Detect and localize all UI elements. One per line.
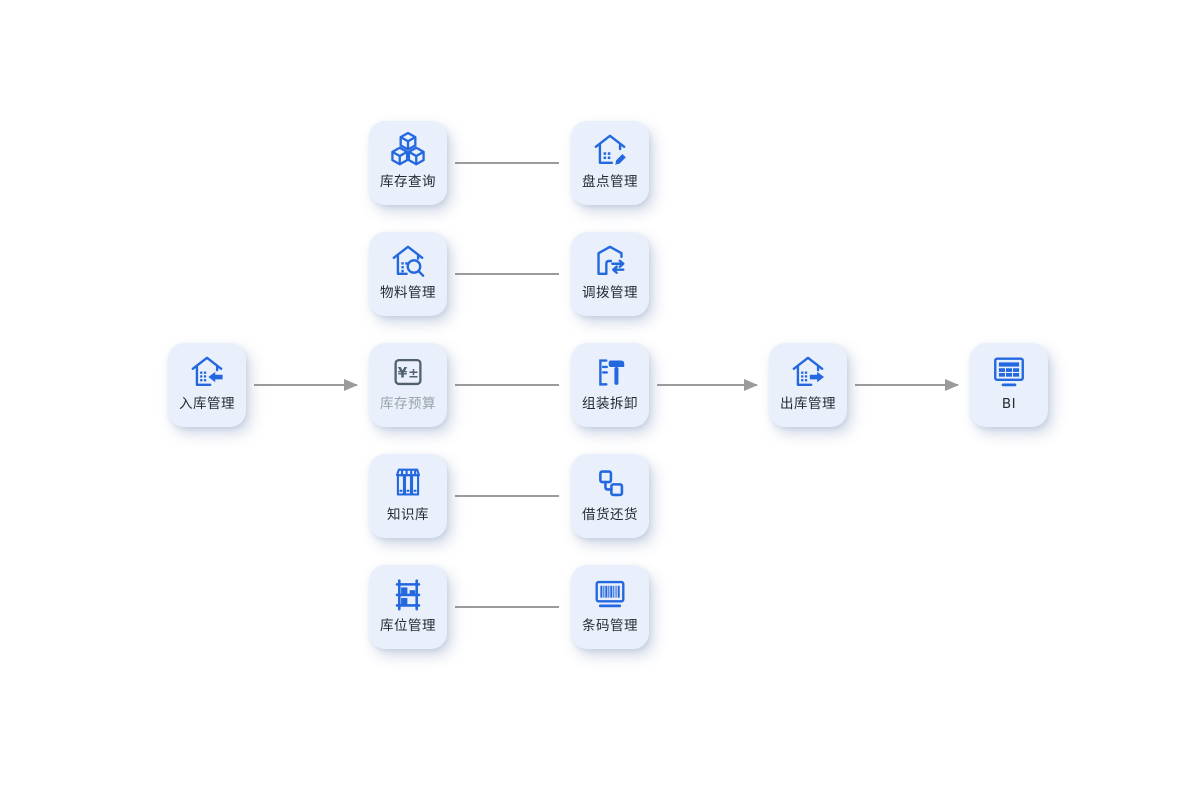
node-location[interactable]: 库位管理 bbox=[369, 565, 447, 649]
node-label: 借货还货 bbox=[582, 507, 638, 523]
node-label: 出库管理 bbox=[780, 396, 836, 412]
linked-squares-icon bbox=[588, 461, 632, 505]
node-knowledge-base[interactable]: 知识库 bbox=[369, 454, 447, 538]
node-label: 库存查询 bbox=[380, 174, 436, 190]
bi-monitor-icon bbox=[987, 350, 1031, 394]
house-swap-icon bbox=[588, 239, 632, 283]
node-label: 库位管理 bbox=[380, 618, 436, 634]
node-barcode[interactable]: 条码管理 bbox=[571, 565, 649, 649]
node-label: BI bbox=[1001, 396, 1017, 412]
node-bi[interactable]: BI bbox=[970, 343, 1048, 427]
yen-budget-icon: ¥± bbox=[386, 350, 430, 394]
node-label: 知识库 bbox=[387, 507, 429, 523]
house-arrow-out-icon bbox=[786, 350, 830, 394]
node-label: 条码管理 bbox=[582, 618, 638, 634]
barcode-icon bbox=[588, 572, 632, 616]
node-stocktake[interactable]: 盘点管理 bbox=[571, 121, 649, 205]
node-borrow-return[interactable]: 借货还货 bbox=[571, 454, 649, 538]
books-icon bbox=[386, 461, 430, 505]
node-label: 库存预算 bbox=[380, 396, 436, 412]
svg-text:¥: ¥ bbox=[398, 366, 408, 382]
clipboard-hammer-icon bbox=[588, 350, 632, 394]
node-inventory-budget[interactable]: ¥± 库存预算 bbox=[369, 343, 447, 427]
node-material[interactable]: 物料管理 bbox=[369, 232, 447, 316]
house-pencil-icon bbox=[588, 128, 632, 172]
svg-text:±: ± bbox=[408, 367, 419, 382]
rack-icon bbox=[386, 572, 430, 616]
node-transfer[interactable]: 调拨管理 bbox=[571, 232, 649, 316]
node-label: 入库管理 bbox=[179, 396, 235, 412]
node-assembly[interactable]: 组装拆卸 bbox=[571, 343, 649, 427]
cubes-icon bbox=[386, 128, 430, 172]
node-label: 物料管理 bbox=[380, 285, 436, 301]
node-inbound[interactable]: 入库管理 bbox=[168, 343, 246, 427]
house-arrow-in-icon bbox=[185, 350, 229, 394]
node-inventory-query[interactable]: 库存查询 bbox=[369, 121, 447, 205]
house-magnifier-icon bbox=[386, 239, 430, 283]
node-outbound[interactable]: 出库管理 bbox=[769, 343, 847, 427]
node-label: 盘点管理 bbox=[582, 174, 638, 190]
node-label: 调拨管理 bbox=[582, 285, 638, 301]
node-label: 组装拆卸 bbox=[582, 396, 638, 412]
